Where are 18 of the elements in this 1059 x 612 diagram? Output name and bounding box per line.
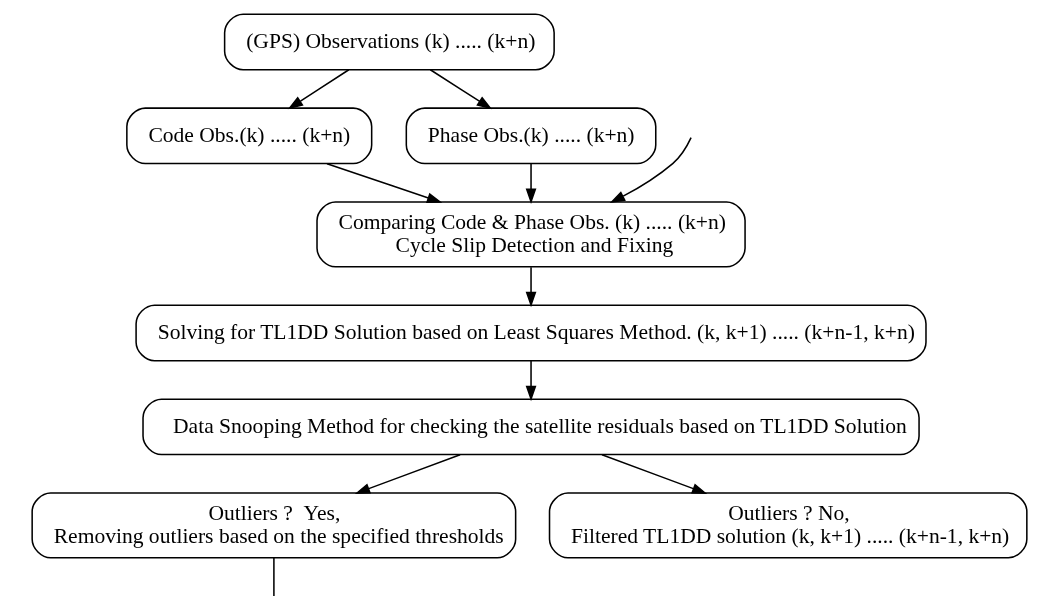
arrow: [525, 360, 537, 402]
arrow: [326, 162, 443, 203]
arrow: [354, 454, 461, 494]
arrow: [525, 266, 537, 308]
node-box: Outliers ? Yes, Removing outliers based on the specified thresholds: [31, 492, 517, 559]
arrow: [525, 163, 537, 204]
node-box: Comparing Code & Phase Obs. (k) ..... (k+n) Cycle Slip Detection and Fixing: [316, 201, 746, 268]
node-box: Data Snooping Method for checking the satellite residuals based on TL1DD Solution: [142, 398, 920, 456]
node-box: Code Obs.(k) ..... (k+n): [126, 107, 373, 165]
arrow: [287, 69, 350, 110]
connector: [273, 557, 275, 597]
node-box: Solving for TL1DD Solution based on Least Squares Method. (k, k+1) ..... (k+n-1, k+n): [135, 304, 927, 362]
arrow: [601, 454, 708, 494]
arrow: [429, 69, 493, 110]
arrow: [609, 136, 692, 204]
node-box: (GPS) Observations (k) ..... (k+n): [223, 13, 555, 71]
node-box: Phase Obs.(k) ..... (k+n): [405, 107, 657, 165]
node-box: Outliers ? No, Filtered TL1DD solution (k, k+1) ..... (k+n-1, k+n): [548, 492, 1028, 559]
